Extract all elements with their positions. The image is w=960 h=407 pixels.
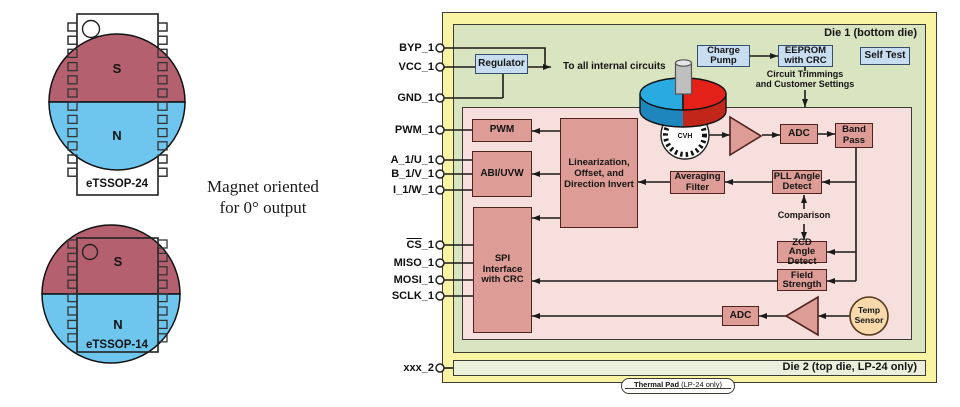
die2-strip: [453, 360, 926, 376]
magnet24-north-half: [48, 101, 186, 171]
magnet-shaft: [674, 62, 693, 95]
pin-label-byp1: BYP_1: [399, 42, 434, 54]
magnet14-north-label: N: [113, 317, 122, 332]
etssop14-illustration: S N eTSSOP-14: [41, 224, 181, 364]
temp-sensor-circle: [849, 296, 889, 336]
wires: [444, 47, 857, 369]
pkg24-pin-outlines-right: [157, 22, 168, 177]
front-end-amp: [729, 115, 763, 157]
pkg14-pin1-indicator: [81, 243, 99, 261]
block-abi-uvw: ABI/UVW: [472, 151, 532, 197]
thermal-pad-tag: Thermal Pad (LP-24 only): [621, 378, 735, 394]
magnet14-south-label: S: [114, 254, 123, 269]
pin-label-cs1: CS_1: [406, 239, 434, 251]
magnet24-south-half: [48, 33, 186, 103]
die1-label: Die 1 (bottom die): [824, 27, 917, 39]
pin-label-xxx2: xxx_2: [403, 362, 434, 374]
pin-label-vcc1: VCC_1: [398, 61, 434, 73]
pkg14-pin-outlines-left: [67, 239, 78, 343]
magnet14-south-half: [41, 224, 181, 295]
etssop24-illustration: S N eTSSOP-24: [48, 13, 186, 196]
block-self-test: Self Test: [860, 47, 910, 65]
pin-label-gnd1: GND_1: [397, 92, 434, 104]
pkg14-pin-outlines-right: [157, 239, 168, 343]
to-all-internal-circuits-label: To all internal circuits: [563, 61, 666, 72]
comparison-label: Comparison: [777, 210, 831, 220]
pkg24-pin-outlines-left: [67, 22, 78, 177]
block-adc-top: ADC: [780, 124, 818, 144]
cvh-label: CVH: [678, 133, 693, 140]
die2-label: Die 2 (top die, LP-24 only): [782, 361, 917, 373]
pin-label-b1v1: B_1/V_1: [391, 168, 434, 180]
pin-label-mosi1: MOSI_1: [393, 274, 434, 286]
block-regulator: Regulator: [475, 54, 528, 74]
pin-label-i1w1: I_1/W_1: [393, 184, 434, 196]
pin-label-sclk1: SCLK_1: [391, 290, 434, 302]
magnet-3d-icon: [639, 59, 727, 128]
block-pwm: PWM: [472, 119, 532, 142]
pin-label-pwm1: PWM_1: [394, 124, 434, 136]
pkg14-label: eTSSOP-14: [86, 339, 149, 351]
thermal-pad-line: [625, 388, 731, 389]
temp-amp: [784, 295, 819, 337]
magnet-orientation-caption: Magnet oriented for 0° output: [207, 177, 319, 217]
pkg24-label: eTSSOP-24: [86, 178, 149, 190]
magnet24-north-label: N: [112, 128, 121, 143]
pin-label-miso1: MISO_1: [393, 257, 434, 269]
pin-label-a1u1: A_1/U_1: [390, 154, 434, 166]
pin-terminals: [435, 43, 445, 373]
magnet-top-blue: [639, 77, 684, 111]
block-adc-bottom: ADC: [722, 306, 759, 326]
magnet-top-red: [682, 77, 727, 111]
magnet24-south-label: S: [113, 61, 122, 76]
pkg24-pin1-indicator: [81, 19, 101, 39]
